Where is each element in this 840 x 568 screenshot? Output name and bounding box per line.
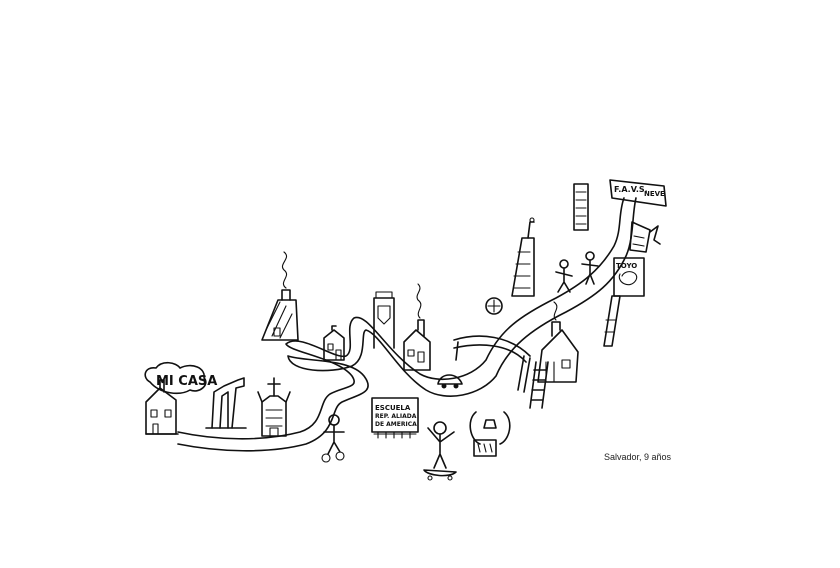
top-sign: F.A.V.S. NEVE [610, 180, 666, 206]
school-label-2: REP. ALIADA [375, 413, 417, 420]
factory [262, 252, 298, 340]
home-label: MI CASA [156, 374, 217, 389]
home-label-cloud: MI CASA [145, 363, 217, 394]
building-top [574, 184, 588, 230]
monument [206, 378, 246, 428]
small-tower [630, 222, 660, 252]
top-sign-label-2: NEVE [644, 190, 665, 198]
billboard-label: TOYO [616, 262, 637, 270]
people-pair [556, 252, 598, 292]
person-roller [322, 415, 344, 462]
bridge [454, 336, 530, 392]
church [258, 378, 290, 436]
billboard: TOYO [604, 258, 644, 346]
school: ESCUELA REP. ALIADA DE AMERICA [372, 398, 418, 438]
home-house [146, 380, 178, 434]
plaza-sign [470, 412, 510, 456]
caption: Salvador, 9 años [604, 452, 672, 462]
school-label-3: DE AMERICA [375, 421, 417, 428]
winding-road [178, 198, 636, 451]
wheel [486, 298, 502, 314]
school-label-1: ESCUELA [375, 404, 411, 412]
ladder-house [530, 302, 578, 408]
small-house [324, 326, 344, 360]
person-skateboard [424, 422, 456, 480]
tall-building [374, 292, 394, 348]
skyscraper [512, 218, 534, 296]
chimney-house [404, 284, 430, 370]
top-sign-label: F.A.V.S. [614, 185, 648, 194]
car [438, 375, 462, 388]
